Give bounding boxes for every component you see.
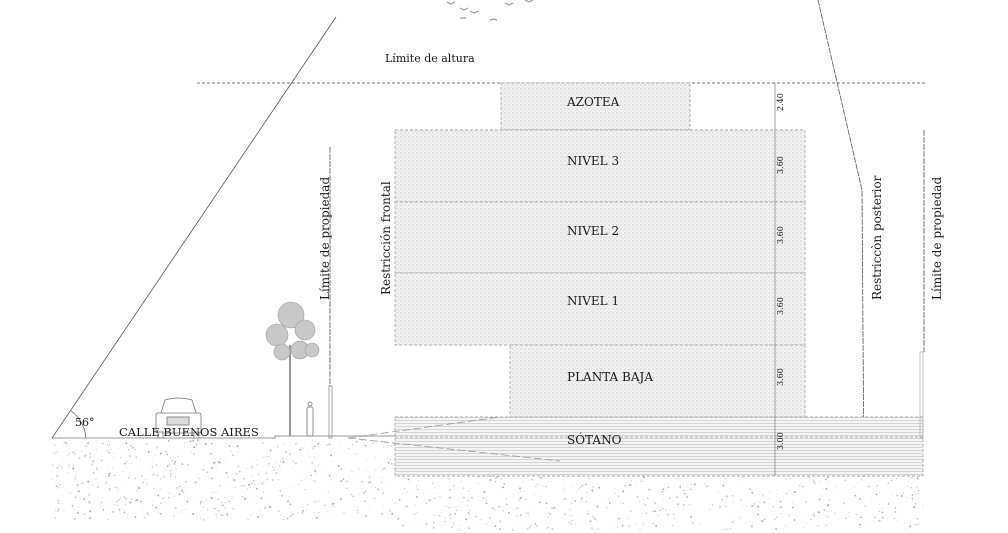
rear-setback-line <box>817 0 865 479</box>
street-label: CALLE BUENOS AIRES <box>119 425 259 439</box>
dimension-label: 3.00 <box>776 432 785 450</box>
angle-arc <box>70 410 87 439</box>
rear-setback-label: Restriccòn posterior <box>870 175 884 300</box>
floor-label: NIVEL 2 <box>567 224 619 238</box>
floor-label: SÓTANO <box>567 431 622 447</box>
floor-label: AZOTEA <box>566 95 620 109</box>
dimension-label: 3.60 <box>776 297 785 315</box>
dimension-label: 3.60 <box>776 156 785 174</box>
floor-label: NIVEL 1 <box>567 294 619 308</box>
car-icon <box>155 397 202 439</box>
ground-line <box>52 435 395 439</box>
floor-azotea <box>500 82 691 131</box>
floor-label: NIVEL 3 <box>567 154 619 168</box>
floor-nivel-2 <box>394 201 806 274</box>
person-icon <box>306 401 314 437</box>
tree-icon <box>265 301 320 436</box>
floor-nivel-3 <box>394 129 806 203</box>
birds-icon <box>446 0 534 21</box>
building <box>394 82 924 477</box>
floor-label: PLANTA BAJA <box>567 370 653 384</box>
property-wall-right <box>919 351 924 439</box>
ramp <box>347 416 561 462</box>
property-limit-left-label: Límite de propiedad <box>318 177 332 300</box>
front-angle-line <box>51 16 337 439</box>
angle-label: 56° <box>75 416 95 429</box>
property-limit-right-label: Límite de propiedad <box>930 177 944 300</box>
dimension-label: 3.60 <box>776 368 785 386</box>
floor-planta-baja <box>509 344 806 418</box>
front-setback-label: Restricción frontal <box>379 181 393 295</box>
floor-nivel-1 <box>394 272 806 346</box>
height-limit-label: Límite de altura <box>385 52 475 65</box>
property-wall-left <box>328 385 333 439</box>
dimension-label: 3.60 <box>776 226 785 244</box>
floor-sotano <box>394 416 924 477</box>
dimension-label: 2.40 <box>776 93 785 111</box>
